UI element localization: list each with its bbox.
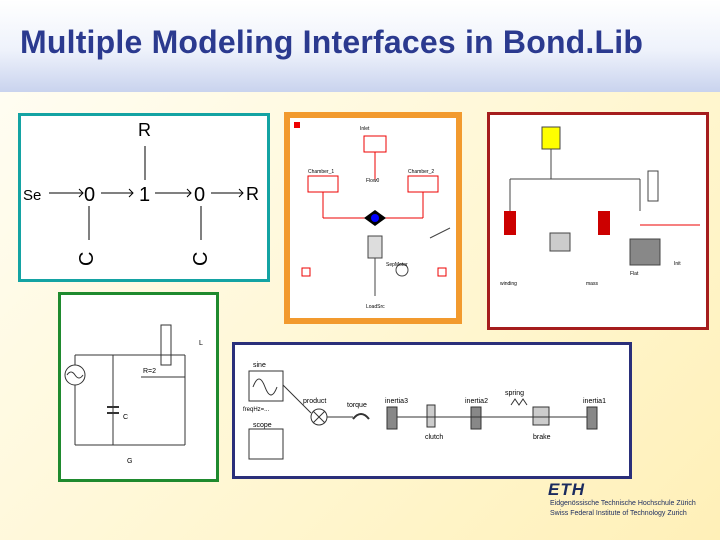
bond-graph-panel: Se 0 1 0 R R C C	[18, 113, 270, 282]
init-label: Init	[674, 261, 681, 267]
title-bar: Multiple Modeling Interfaces in Bond.Lib	[0, 0, 720, 92]
spring-label: spring	[505, 390, 524, 397]
mechanical-diagram: winding mass Flat Init	[500, 126, 700, 287]
scope-label: scope	[253, 422, 272, 429]
inertia3-label: inertia3	[385, 398, 408, 405]
inlet-label: Inlet	[360, 126, 370, 132]
capacitor-label: C	[123, 414, 128, 421]
motor-label: SepMotor	[386, 262, 408, 268]
eth-logo: ETH	[548, 480, 585, 499]
load-label: LoadSrc	[366, 304, 385, 310]
eth-name-english: Swiss Federal Institute of Technology Zu…	[550, 510, 687, 517]
resistor-label: R=2	[143, 368, 156, 375]
clutch-label: clutch	[425, 434, 443, 441]
zero-junction-left: 0	[84, 184, 95, 206]
winding-label: winding	[500, 281, 517, 287]
mechanical-panel: winding mass Flat Init	[487, 112, 709, 330]
torque-label: torque	[347, 402, 367, 409]
mass-label: mass	[586, 281, 598, 287]
inertia1-label: inertia1	[583, 398, 606, 405]
chamber2-label: Chamber_2	[408, 169, 434, 175]
c-left-label: C	[76, 252, 98, 266]
flow-label: Flow0	[366, 178, 380, 184]
object-diagram-panel: Inlet Chamber_1 Chamber_2 Flow0 SepMotor…	[284, 112, 462, 324]
chamber1-label: Chamber_1	[308, 169, 334, 175]
ground-label: G	[127, 458, 132, 465]
flat-label: Flat	[630, 271, 639, 277]
one-junction: 1	[139, 184, 150, 206]
block-diagram: sine freqHz=... scope product torque ine…	[243, 362, 606, 460]
r-right-label: R	[246, 184, 259, 204]
circuit-panel: R=2 L C G	[58, 292, 219, 482]
circuit-diagram: R=2 L C G	[64, 324, 203, 465]
eth-name-german: Eidgenössische Technische Hochschule Zür…	[550, 500, 696, 507]
object-diagram: Inlet Chamber_1 Chamber_2 Flow0 SepMotor…	[294, 122, 451, 310]
product-label: product	[303, 398, 326, 405]
freq-label: freqHz=...	[243, 407, 270, 413]
se-label: Se	[23, 187, 41, 204]
r-top-label: R	[138, 120, 151, 140]
block-diagram-panel: sine freqHz=... scope product torque ine…	[232, 342, 632, 479]
inductor-label: L	[199, 340, 203, 347]
c-right-label: C	[190, 252, 212, 266]
inertia2-label: inertia2	[465, 398, 488, 405]
sine-label: sine	[253, 362, 266, 369]
bond-graph-diagram: Se 0 1 0 R R C C	[23, 120, 259, 266]
object-diagram-canvas: Inlet Chamber_1 Chamber_2 Flow0 SepMotor…	[290, 118, 456, 318]
brake-label: brake	[533, 434, 551, 441]
zero-junction-right: 0	[194, 184, 205, 206]
slide-title: Multiple Modeling Interfaces in Bond.Lib	[20, 24, 644, 60]
